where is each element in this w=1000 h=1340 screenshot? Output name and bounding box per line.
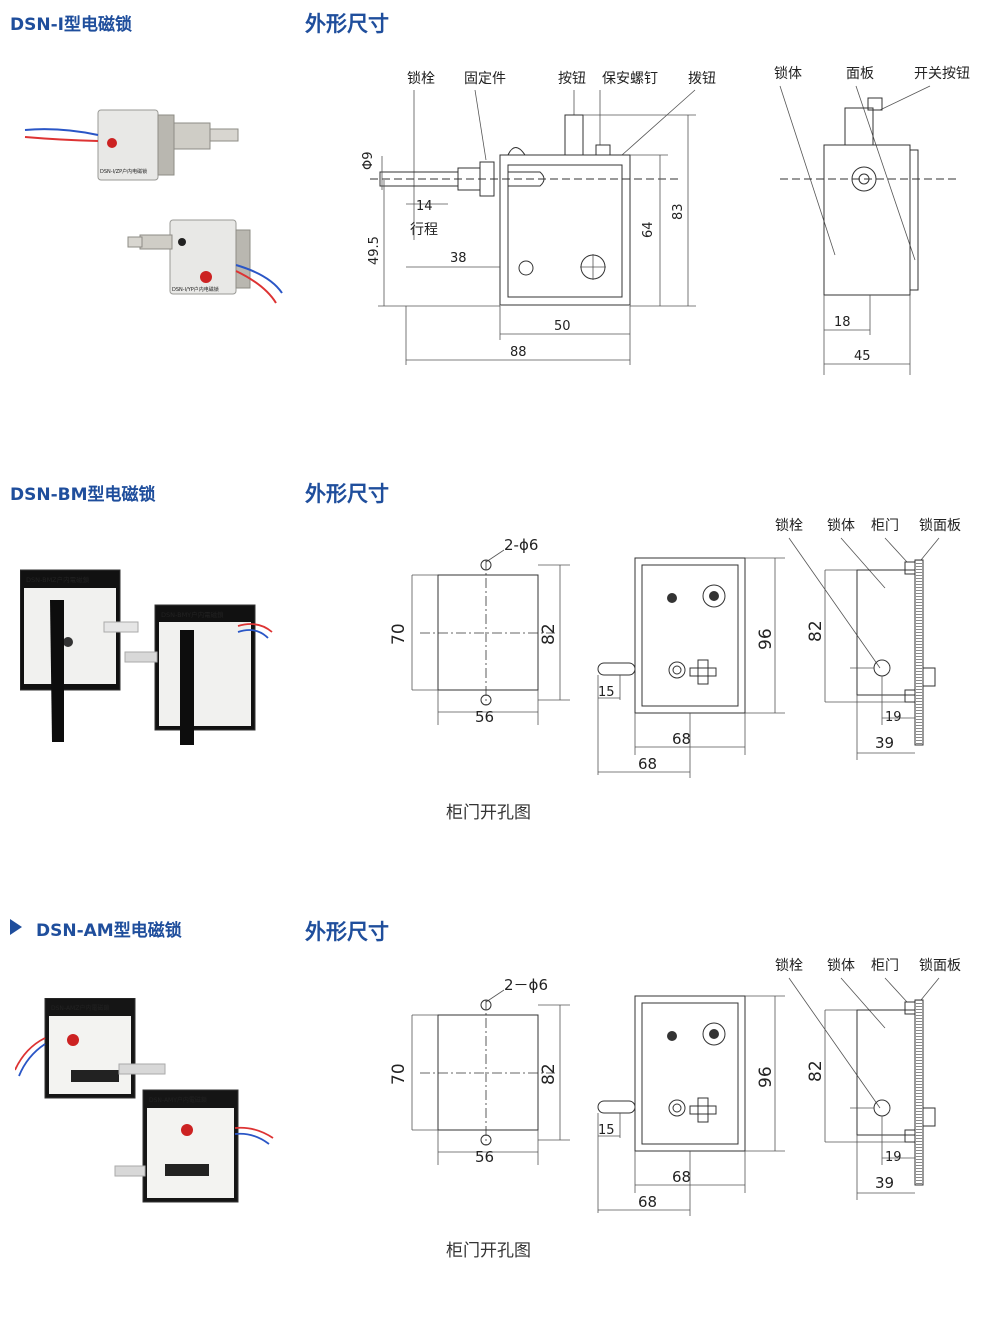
dim-19: 19: [885, 1150, 902, 1165]
section3-bullet-icon: [10, 919, 22, 935]
label-toggle: 拨钮: [688, 71, 716, 87]
device2-label: DSN-Ⅰ/YP户内电磁锁: [172, 286, 219, 293]
dim-88: 88: [510, 345, 527, 360]
dim-64: 64: [641, 221, 656, 238]
section2-heading: 外形尺寸: [305, 482, 389, 506]
dim-96: 96: [756, 628, 776, 650]
dim-68-bottom: 68: [638, 755, 657, 773]
label-lock-body: 锁体: [827, 958, 855, 974]
dim-50: 50: [554, 319, 571, 334]
dim-68-top: 68: [672, 730, 691, 748]
section1-side-drawing: 锁栓 固定件 按钮 保安螺钉 拨钮 Φ9 14 行程 49.5 38 50 88…: [361, 71, 716, 365]
dim-82: 82: [539, 623, 559, 645]
section3-title: DSN-AM型电磁锁: [36, 921, 182, 941]
dim-56: 56: [475, 708, 494, 726]
dim-19: 19: [885, 710, 902, 725]
dim-83: 83: [671, 203, 686, 220]
dim-15: 15: [598, 685, 615, 700]
dim-18: 18: [834, 315, 851, 330]
label-bolt: 锁栓: [775, 518, 803, 534]
dim-holes: 2-ϕ6: [504, 536, 538, 554]
section1-heading: 外形尺寸: [305, 12, 389, 36]
device1-label: DSN-Ⅰ/ZP户内电磁锁: [100, 168, 147, 175]
device-bmy-label: DSN-BMY户内電磁鎖: [161, 610, 224, 619]
label-panel: 面板: [846, 66, 874, 82]
section2-side-drawing: 锁栓 锁体 柜门 锁面板 82 19 39: [775, 518, 961, 760]
dim-96: 96: [756, 1066, 776, 1088]
dim-68-top: 68: [672, 1168, 691, 1186]
dim-side-82: 82: [806, 1060, 826, 1082]
device-amz-label: DSN-AMZ户内電磁鎖: [51, 1004, 109, 1012]
device-bmz-label: DSN-BMZ户内電磁鎖: [26, 575, 90, 584]
dim-phi9: Φ9: [361, 151, 376, 170]
section2-front-drawing: 15 96 68 68: [597, 557, 785, 778]
dim-56: 56: [475, 1148, 494, 1166]
label-lock-body: 锁体: [827, 518, 855, 534]
dim-15: 15: [598, 1123, 615, 1138]
device-amy-label: DSN-AMY户内電磁鎖: [149, 1096, 207, 1104]
label-button: 按钮: [558, 71, 586, 87]
dim-side-82: 82: [806, 620, 826, 642]
label-bolt: 锁栓: [407, 71, 435, 87]
section1-product-photo: DSN-Ⅰ/ZP户内电磁锁 DSN-Ⅰ/YP户内电磁锁: [24, 109, 283, 304]
section3-caption: 柜门开孔图: [446, 1241, 531, 1261]
label-bolt: 锁栓: [775, 958, 803, 974]
section3-product-photo: DSN-AMZ户内電磁鎖 DSN-AMY户内電磁鎖: [15, 998, 274, 1203]
dim-82: 82: [539, 1063, 559, 1085]
section2-caption: 柜门开孔图: [446, 803, 531, 823]
section1-end-drawing: 锁体 面板 开关按钮 18 45: [774, 66, 970, 375]
section2-title: DSN-BM型电磁锁: [10, 485, 156, 505]
label-cabinet-door: 柜门: [871, 518, 899, 534]
dim-14: 14: [416, 199, 433, 214]
section1-title: DSN-Ⅰ型电磁锁: [10, 15, 132, 35]
label-safety-screw: 保安螺钉: [602, 71, 658, 87]
section2-product-photo: DSN-BMZ户内電磁鎖 DSN-BMY户内電磁鎖: [20, 569, 273, 745]
dim-49-5: 49.5: [367, 236, 382, 265]
label-switch-button: 开关按钮: [914, 66, 970, 82]
dim-70: 70: [389, 1063, 409, 1085]
section3-side-drawing: 锁栓 锁体 柜门 锁面板 82 19 39: [775, 958, 961, 1200]
section2-cutout-drawing: 2-ϕ6 70 82 56: [389, 536, 570, 726]
label-fixture: 固定件: [464, 71, 506, 87]
dim-stroke: 行程: [410, 222, 438, 238]
label-cabinet-door: 柜门: [871, 958, 899, 974]
dim-holes: 2－ϕ6: [504, 976, 548, 994]
label-lock-panel: 锁面板: [919, 518, 961, 534]
label-lock-body: 锁体: [774, 66, 802, 82]
dim-39: 39: [875, 1174, 894, 1192]
dim-70: 70: [389, 623, 409, 645]
section3-front-drawing: 15 96 68 68: [597, 995, 785, 1216]
section3-cutout-drawing: 2－ϕ6 70 82 56: [389, 976, 570, 1166]
label-lock-panel: 锁面板: [919, 958, 961, 974]
dim-45: 45: [854, 349, 871, 364]
section3-heading: 外形尺寸: [305, 920, 389, 944]
dim-68-bottom: 68: [638, 1193, 657, 1211]
dim-39: 39: [875, 734, 894, 752]
dim-38: 38: [450, 251, 467, 266]
